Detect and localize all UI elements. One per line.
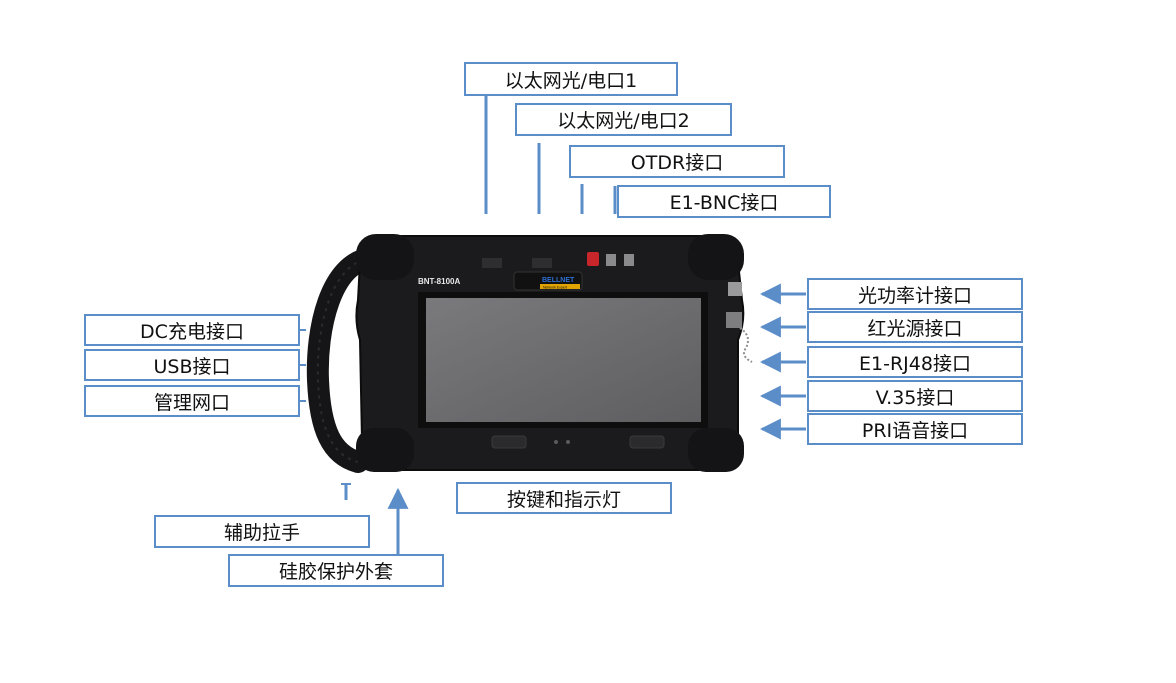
side-port xyxy=(728,282,742,296)
label-auxiliary-handle: 辅助拉手 xyxy=(154,515,370,548)
logo-text: BELLNET xyxy=(542,277,575,284)
model-text: BNT-8100A xyxy=(418,277,460,286)
right-key xyxy=(629,435,665,449)
label-silicone-protective-cover: 硅胶保护外套 xyxy=(228,554,444,587)
label-optical-power-meter-port: 光功率计接口 xyxy=(807,278,1023,310)
label-v35-port: V.35接口 xyxy=(807,380,1023,412)
top-port-bnc xyxy=(606,254,616,266)
label-ethernet-port-1: 以太网光/电口1 xyxy=(464,62,678,96)
dust-chain xyxy=(739,327,753,363)
label-e1-rj48-port: E1-RJ48接口 xyxy=(807,346,1023,378)
indicator-light xyxy=(554,440,558,444)
label-usb-port: USB接口 xyxy=(84,349,300,381)
top-port xyxy=(482,258,502,268)
left-key xyxy=(491,435,527,449)
label-dc-charging-port: DC充电接口 xyxy=(84,314,300,346)
top-port-red xyxy=(587,252,599,266)
label-management-port: 管理网口 xyxy=(84,385,300,417)
top-port-bnc xyxy=(624,254,634,266)
label-ethernet-port-2: 以太网光/电口2 xyxy=(515,103,732,136)
label-e1-bnc-port: E1-BNC接口 xyxy=(617,185,831,218)
label-pri-voice-port: PRI语音接口 xyxy=(807,413,1023,445)
logo-subtext: Network Expert xyxy=(543,286,567,290)
side-port xyxy=(726,312,742,328)
label-otdr-port: OTDR接口 xyxy=(569,145,785,178)
label-red-light-source-port: 红光源接口 xyxy=(807,311,1023,343)
indicator-light xyxy=(566,440,570,444)
screen xyxy=(426,298,701,422)
label-keys-and-indicators: 按键和指示灯 xyxy=(456,482,672,514)
top-port xyxy=(532,258,552,268)
